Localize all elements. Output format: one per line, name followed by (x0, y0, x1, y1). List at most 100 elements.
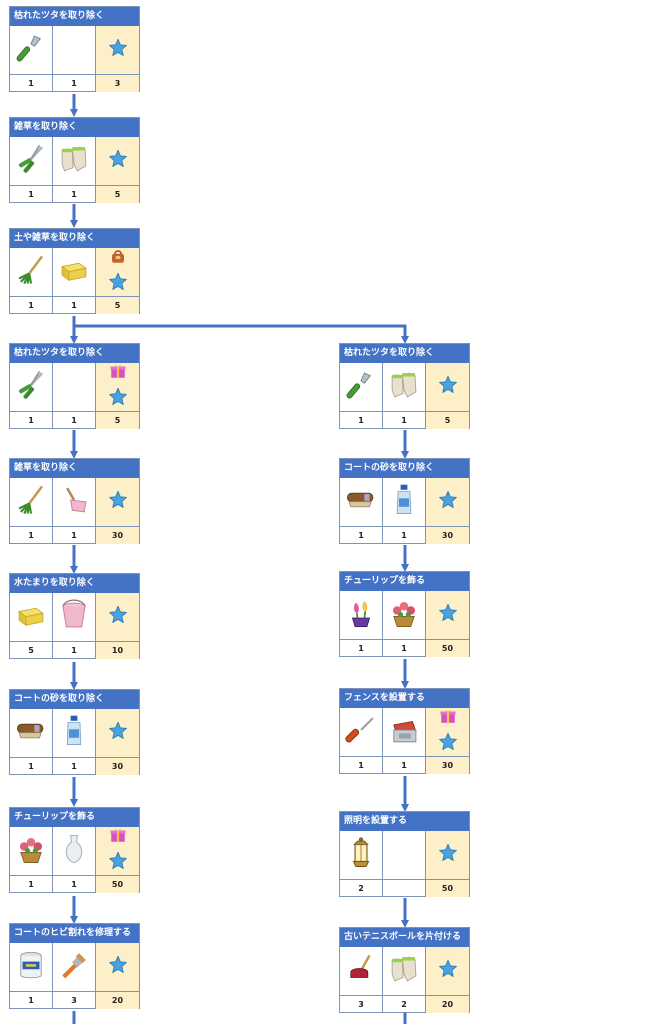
item-count: 1 (10, 876, 53, 893)
rake-icon (14, 483, 48, 521)
reward-slot (426, 947, 469, 995)
task-title: 枯れたツタを取り除く (10, 344, 139, 363)
item-slot (340, 708, 383, 756)
reward-count: 50 (426, 880, 469, 897)
reward-count: 5 (96, 297, 139, 314)
item-count: 1 (53, 186, 96, 203)
star-icon (107, 37, 129, 63)
item-slot (53, 827, 96, 875)
reward-count: 50 (426, 640, 469, 657)
item-count: 1 (10, 992, 53, 1009)
star-icon (437, 602, 459, 628)
item-count: 1 (383, 757, 426, 774)
item-slot (10, 248, 53, 296)
task-items (10, 26, 139, 75)
gloves-icon (57, 142, 91, 180)
task-title: コートの砂を取り除く (10, 690, 139, 709)
task-items (10, 478, 139, 527)
item-slot (53, 943, 96, 991)
star-icon (107, 148, 129, 174)
bucket-icon (57, 598, 91, 636)
task-title: 雑草を取り除く (10, 459, 139, 478)
item-slot (10, 827, 53, 875)
item-count: 1 (53, 297, 96, 314)
bottle-icon (387, 483, 421, 521)
star-icon (107, 386, 129, 412)
star-icon (107, 850, 129, 876)
item-count: 1 (340, 412, 383, 429)
task-title: コートのヒビ割れを修理する (10, 924, 139, 943)
reward-slot (96, 363, 139, 411)
item-slot (10, 478, 53, 526)
item-slot (10, 363, 53, 411)
item-count: 1 (340, 757, 383, 774)
reward-slot (96, 248, 139, 296)
item-count: 1 (53, 642, 96, 659)
star-icon (437, 374, 459, 400)
gift-box-icon (109, 826, 127, 848)
reward-count: 5 (96, 186, 139, 203)
task-items (340, 478, 469, 527)
reward-count: 20 (426, 996, 469, 1013)
task-title: チューリップを飾る (340, 572, 469, 591)
reward-slot (96, 943, 139, 991)
item-count: 1 (53, 758, 96, 775)
task-title: 土や雑草を取り除く (10, 229, 139, 248)
item-slot (53, 593, 96, 641)
item-slot (10, 137, 53, 185)
screwdriver-icon (344, 713, 378, 751)
lantern-icon (344, 836, 378, 874)
task-title: 水たまりを取り除く (10, 574, 139, 593)
item-slot (10, 593, 53, 641)
item-slot (383, 478, 426, 526)
paintbrush-icon (57, 948, 91, 986)
task-items (10, 943, 139, 992)
item-slot (383, 591, 426, 639)
paint-can-icon (14, 948, 48, 986)
tulip-pot-icon (344, 596, 378, 634)
item-count: 1 (53, 412, 96, 429)
reward-count: 3 (96, 75, 139, 92)
task-title: 枯れたツタを取り除く (10, 7, 139, 26)
gloves-icon (387, 952, 421, 990)
reward-slot (426, 363, 469, 411)
sponge-icon (57, 253, 91, 291)
item-count: 1 (53, 876, 96, 893)
item-count: 5 (10, 642, 53, 659)
item-count: 1 (383, 412, 426, 429)
item-slot (340, 831, 383, 879)
task-items (10, 363, 139, 412)
pruning-shears-icon (14, 368, 48, 406)
task-title: 照明を設置する (340, 812, 469, 831)
vase-icon (57, 832, 91, 870)
item-slot (53, 137, 96, 185)
item-count: 3 (340, 996, 383, 1013)
gloves-icon (387, 368, 421, 406)
item-slot (53, 26, 96, 74)
plunger-icon (344, 952, 378, 990)
item-count: 1 (10, 527, 53, 544)
star-icon (437, 842, 459, 868)
trowel-icon (344, 368, 378, 406)
item-slot (53, 248, 96, 296)
reward-count: 30 (96, 527, 139, 544)
sponge-icon (14, 598, 48, 636)
item-slot (340, 478, 383, 526)
